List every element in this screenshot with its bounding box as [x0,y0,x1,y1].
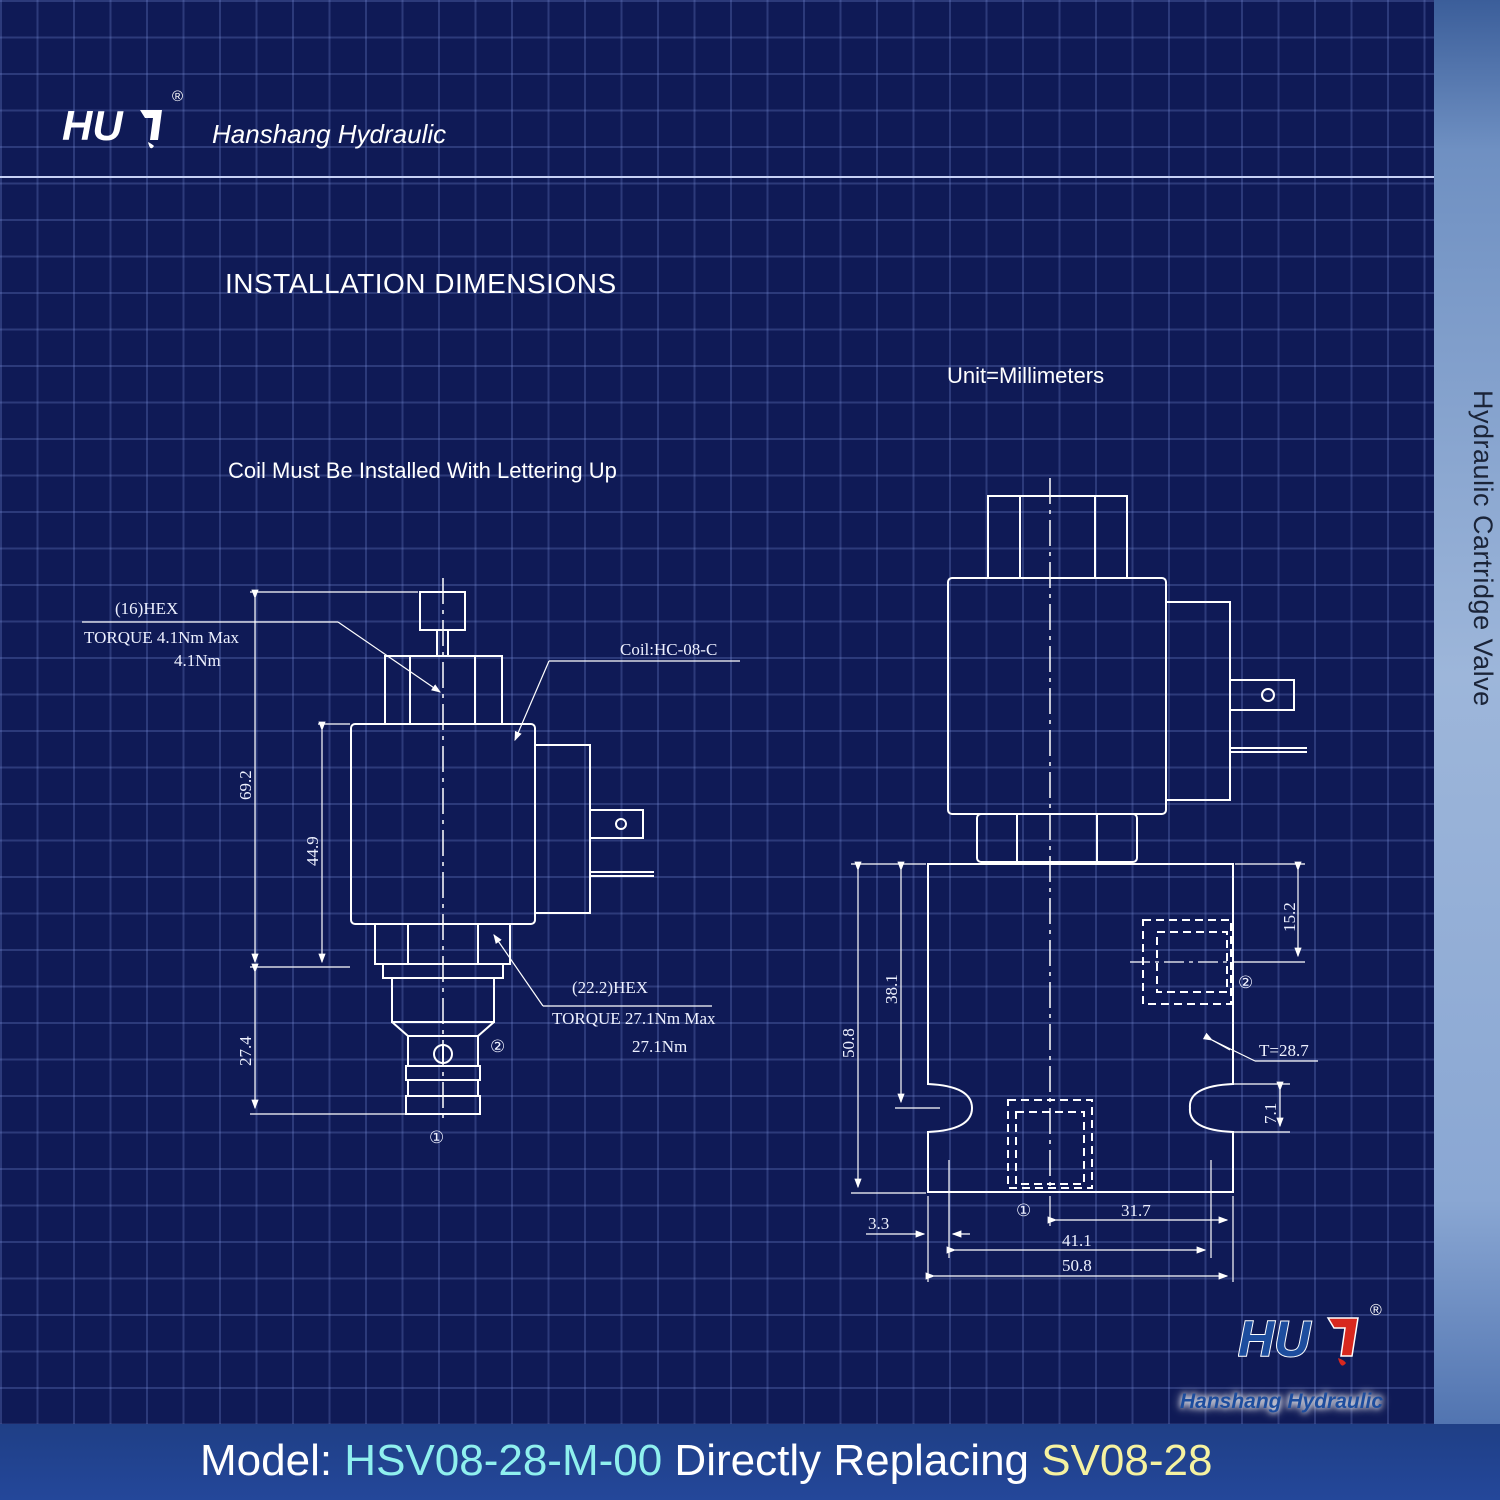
side-strip [1434,0,1500,1500]
label-hex-large: (22.2)HEX [572,978,648,997]
hsh-logo-badge-icon: HU [1238,1310,1359,1368]
svg-text:HU: HU [1238,1311,1312,1367]
dim-hole-spacing: 41.1 [1062,1231,1092,1250]
label-coil: Coil:HC-08-C [620,640,717,659]
registered-mark: ® [172,88,184,105]
right-view-labels: 50.8 38.1 15.2 T=28.7 7.1 3.3 31.7 41.1 … [839,902,1309,1275]
dim-cartridge: 27.4 [236,1036,255,1066]
left-view-labels: (16)HEX TORQUE 4.1Nm Max 4.1Nm Coil:HC-0… [84,599,717,1147]
label-hex-small: (16)HEX [115,599,178,618]
footer-middle: Directly Replacing [662,1436,1042,1485]
badge-brand-name: Hanshang Hydraulic [1180,1390,1384,1413]
footer-prefix: Model: [200,1436,345,1485]
port-2-label: ② [490,1037,505,1056]
label-torque-large-value: 27.1Nm [632,1037,687,1056]
header-divider [0,176,1434,178]
coil-note: Coil Must Be Installed With Lettering Up [228,458,617,483]
technical-drawing: (16)HEX TORQUE 4.1Nm Max 4.1Nm Coil:HC-0… [82,478,1318,1282]
footer-replaced-model: SV08-28 [1041,1436,1213,1485]
dim-body-width: 50.8 [1062,1256,1092,1275]
dim-port-height: 38.1 [882,974,901,1004]
svg-text:HU: HU [62,102,124,149]
right-port-2-label: ② [1238,973,1253,992]
label-torque-small-value: 4.1Nm [174,651,221,670]
label-torque-small: TORQUE 4.1Nm Max [84,628,240,647]
right-view-drawing [851,478,1318,1282]
hsh-logo-icon: HU [62,102,162,149]
badge-registered-mark: ® [1370,1302,1382,1319]
footer-bar [0,1424,1500,1500]
side-label: Hydraulic Cartridge Valve [1468,390,1498,707]
dim-offset: 3.3 [868,1214,889,1233]
dim-body-height: 50.8 [839,1028,858,1058]
unit-label: Unit=Millimeters [947,363,1105,388]
left-view-drawing [82,578,740,1124]
dim-top-port: 15.2 [1280,902,1299,932]
dim-slot: 7.1 [1261,1103,1280,1124]
port-1-label: ① [429,1128,444,1147]
dim-coil-height: 44.9 [303,836,322,866]
footer-model-line: Model: HSV08-28-M-00 Directly Replacing … [200,1436,1212,1486]
brand-name: Hanshang Hydraulic [212,119,447,149]
footer-model-number: HSV08-28-M-00 [344,1436,663,1485]
dim-thread: T=28.7 [1259,1041,1309,1060]
right-port-1-label: ① [1016,1201,1031,1220]
page-title: INSTALLATION DIMENSIONS [225,268,617,299]
dim-total-height: 69.2 [236,770,255,800]
dim-port-x: 31.7 [1121,1201,1151,1220]
label-torque-large: TORQUE 27.1Nm Max [552,1009,716,1028]
